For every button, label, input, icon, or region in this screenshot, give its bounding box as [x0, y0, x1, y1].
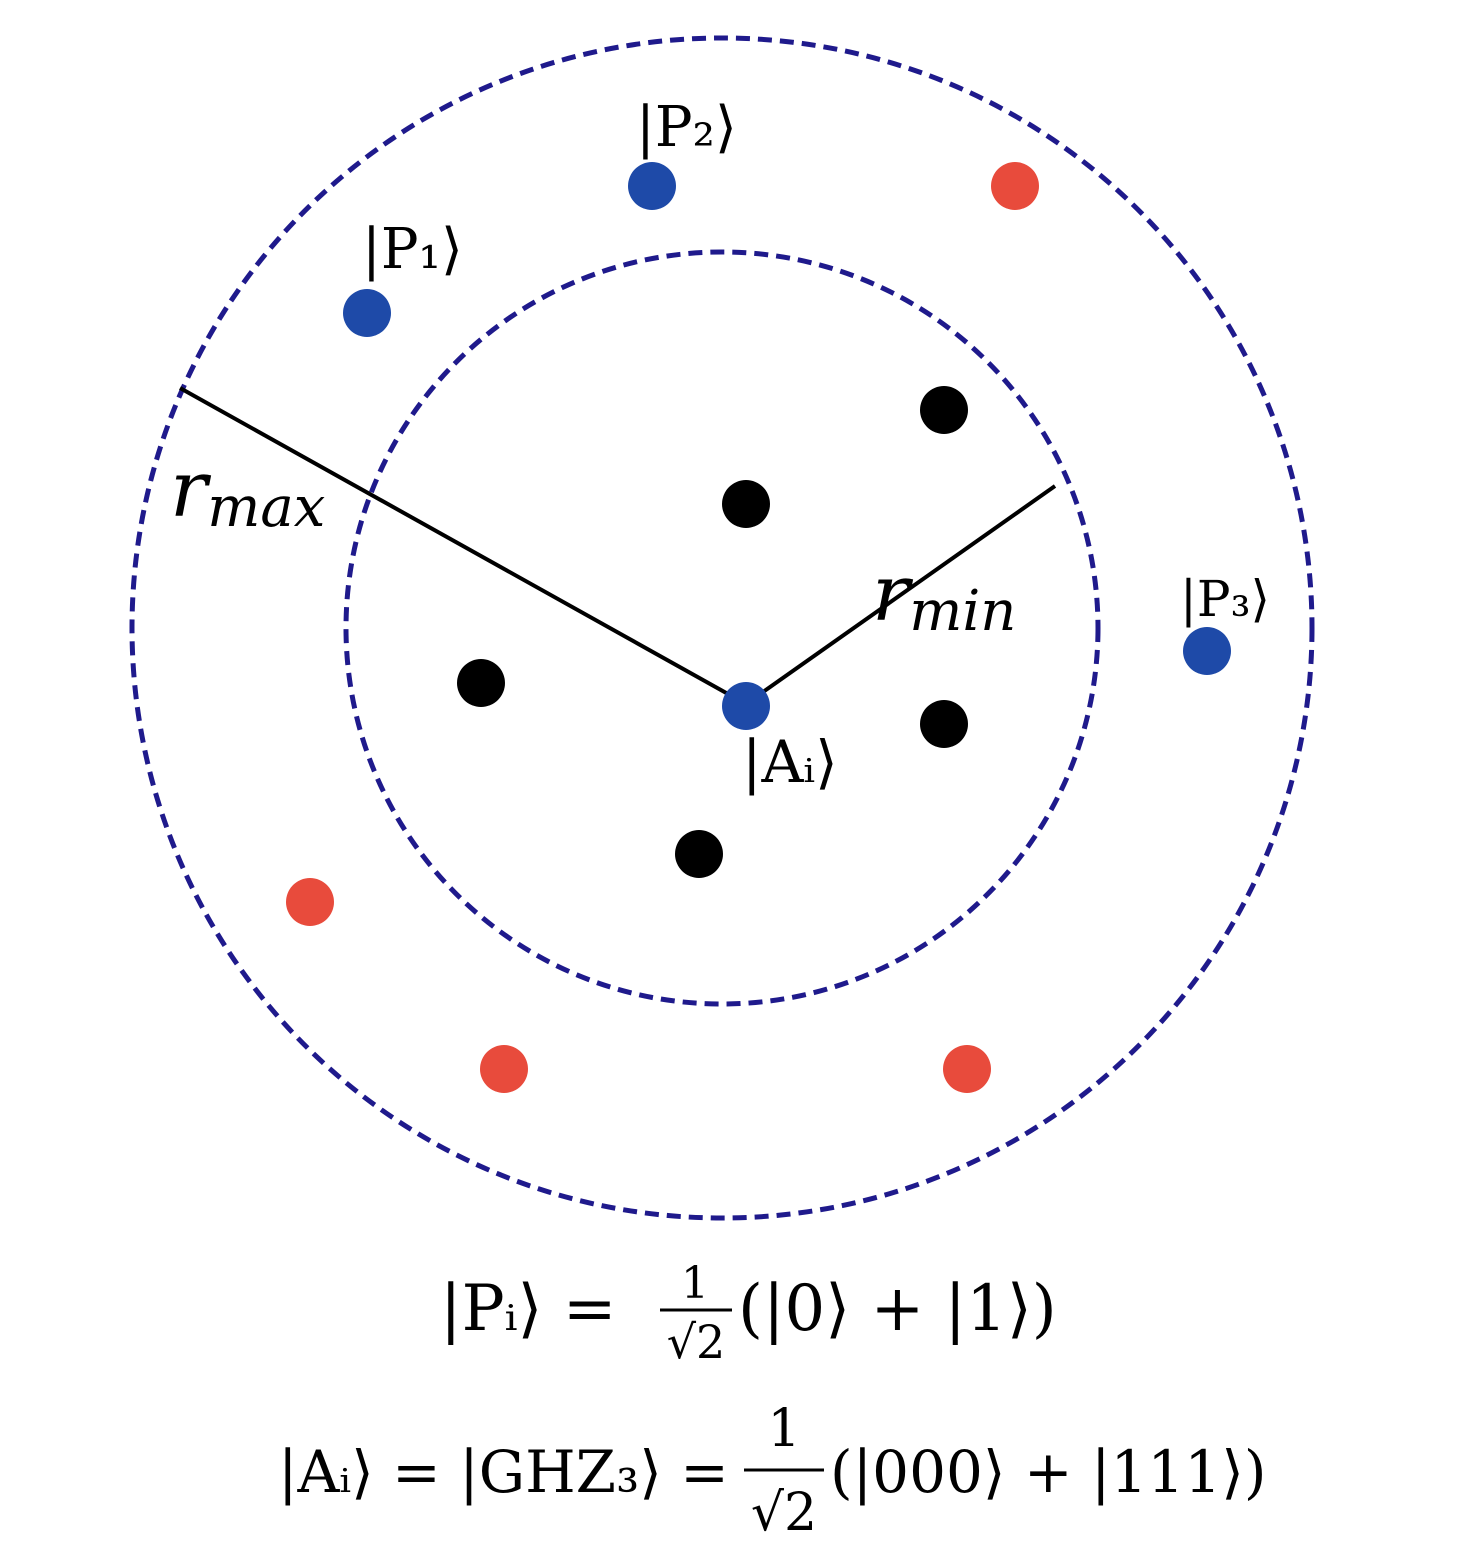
label-p1: |P₁⟩ — [362, 217, 463, 282]
target-node-p2 — [628, 162, 676, 210]
target-node-p1 — [343, 289, 391, 337]
equation-ai-rhs: (|000⟩ + |111⟩) — [830, 1438, 1266, 1506]
equation-ai-numerator: 1 — [767, 1399, 800, 1459]
equation-pi-rhs: (|0⟩ + |1⟩) — [738, 1272, 1057, 1346]
equation-pi-denominator: √2 — [667, 1315, 726, 1369]
equation-pi-lhs: |Pᵢ⟩ = — [440, 1272, 616, 1346]
excluded-node — [480, 1045, 528, 1093]
label-ai: |Aᵢ⟩ — [742, 728, 838, 796]
excluded-node — [286, 878, 334, 926]
r-min-line — [744, 484, 1057, 706]
label-r-max: rmax — [170, 445, 325, 540]
equation-pi: |Pᵢ⟩ = 1 √2 (|0⟩ + |1⟩) — [440, 1258, 1057, 1369]
inner-boundary-circle — [343, 249, 1101, 1007]
neighbor-node — [675, 830, 723, 878]
r-max-line — [179, 386, 747, 706]
label-p3: |P₃⟩ — [1180, 570, 1270, 628]
neighbor-node — [722, 480, 770, 528]
neighbor-node — [920, 700, 968, 748]
center-node-ai — [722, 682, 770, 730]
outer-boundary-circle — [129, 35, 1315, 1221]
label-p2: |P₂⟩ — [636, 95, 737, 160]
neighbor-node — [457, 659, 505, 707]
target-node-p3 — [1183, 627, 1231, 675]
equation-ai-denominator: √2 — [751, 1483, 817, 1543]
equation-ai: |Aᵢ⟩ = |GHZ₃⟩ = 1 √2 (|000⟩ + |111⟩) — [278, 1399, 1266, 1543]
excluded-node — [943, 1045, 991, 1093]
equation-ai-lhs: |Aᵢ⟩ = |GHZ₃⟩ = — [278, 1438, 729, 1506]
neighbor-node — [920, 386, 968, 434]
excluded-node — [991, 162, 1039, 210]
label-r-min: rmin — [872, 549, 1016, 644]
equation-pi-numerator: 1 — [681, 1258, 709, 1309]
